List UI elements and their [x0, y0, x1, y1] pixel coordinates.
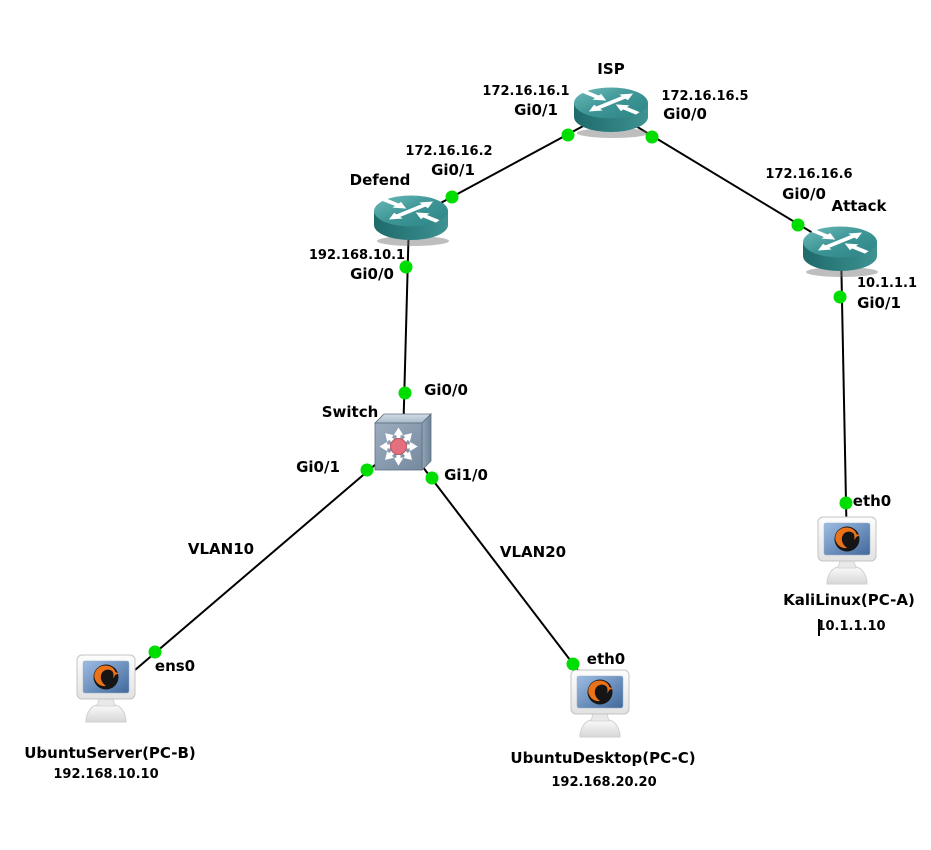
- switch-icon: [374, 413, 432, 471]
- port-dot-kali-eth0: [839, 496, 853, 510]
- port-dot-defend-gi0-0: [399, 260, 413, 274]
- port-dot-isp-gi0-0: [645, 130, 659, 144]
- attack-wan-if-label: Gi0/0: [782, 185, 826, 203]
- kali-ip-label[interactable]: 10.1.1.10: [816, 619, 886, 634]
- defend-wan-if-label: Gi0/1: [431, 161, 475, 179]
- ubuntu-server-ip-label: 192.168.10.10: [53, 767, 159, 782]
- kali-nic-label: eth0: [852, 492, 892, 510]
- port-dot-switch-gi0-0: [398, 386, 412, 400]
- pc-icon: [817, 516, 877, 585]
- isp-name-label: ISP: [597, 60, 625, 78]
- link-defend-switch[interactable]: [402, 218, 410, 442]
- port-dot-ubuntu-desktop-eth0: [566, 657, 580, 671]
- ubuntu-desktop-ip-label: 192.168.20.20: [551, 775, 657, 790]
- ubuntu-desktop-name-label: UbuntuDesktop(PC-C): [510, 749, 696, 767]
- vlan10-link-label: VLAN10: [187, 540, 255, 558]
- port-dot-switch-gi0-1: [360, 463, 374, 477]
- router-icon: [803, 226, 878, 277]
- pc-icon: [76, 654, 136, 723]
- port-dot-defend-gi0-1: [445, 190, 459, 204]
- ubuntu-server-name-label: UbuntuServer(PC-B): [24, 744, 196, 762]
- link-switch-ubuntuserver[interactable]: [134, 440, 404, 671]
- isp-left-if-label: Gi0/1: [514, 101, 558, 119]
- node-attack-router[interactable]: [799, 223, 881, 281]
- router-icon: [574, 87, 649, 138]
- isp-right-if-label: Gi0/0: [663, 105, 707, 123]
- isp-right-ip-label: 172.16.16.5: [661, 89, 749, 104]
- defend-wan-ip-label: 172.16.16.2: [405, 144, 493, 159]
- pc-icon: [570, 669, 630, 738]
- node-switch[interactable]: [372, 412, 434, 478]
- defend-lan-ip-label: 192.168.10.1: [308, 248, 406, 263]
- port-dot-attack-gi0-1: [833, 290, 847, 304]
- vlan20-link-label: VLAN20: [499, 543, 567, 561]
- node-ubuntu-desktop-pc[interactable]: [566, 667, 634, 743]
- kali-name-label: KaliLinux(PC-A): [783, 591, 915, 609]
- switch-right-if-label: Gi1/0: [444, 466, 488, 484]
- router-icon: [374, 195, 449, 246]
- defend-name-label: Defend: [349, 171, 411, 189]
- node-kali-pc[interactable]: [813, 514, 881, 590]
- attack-wan-ip-label: 172.16.16.6: [765, 167, 853, 182]
- attack-name-label: Attack: [831, 197, 887, 215]
- text-cursor: [818, 619, 820, 636]
- ubuntu-server-nic-label: ens0: [154, 657, 196, 675]
- port-dot-ubuntu-server-ens0: [148, 645, 162, 659]
- switch-left-if-label: Gi0/1: [296, 458, 340, 476]
- node-isp-router[interactable]: [570, 84, 652, 142]
- isp-left-ip-label: 172.16.16.1: [482, 84, 570, 99]
- port-dot-isp-gi0-1: [561, 128, 575, 142]
- switch-uplink-if-label: Gi0/0: [424, 381, 468, 399]
- link-isp-defend[interactable]: [410, 110, 612, 220]
- ubuntu-desktop-nic-label: eth0: [586, 650, 626, 668]
- port-dot-attack-gi0-0: [791, 218, 805, 232]
- switch-name-label: Switch: [321, 403, 379, 421]
- attack-lan-ip-label: 10.1.1.1: [856, 276, 918, 291]
- node-ubuntu-server-pc[interactable]: [72, 652, 140, 728]
- defend-lan-if-label: Gi0/0: [350, 265, 394, 283]
- attack-lan-if-label: Gi0/1: [857, 294, 901, 312]
- port-dot-switch-gi1-0: [425, 471, 439, 485]
- node-defend-router[interactable]: [370, 192, 452, 250]
